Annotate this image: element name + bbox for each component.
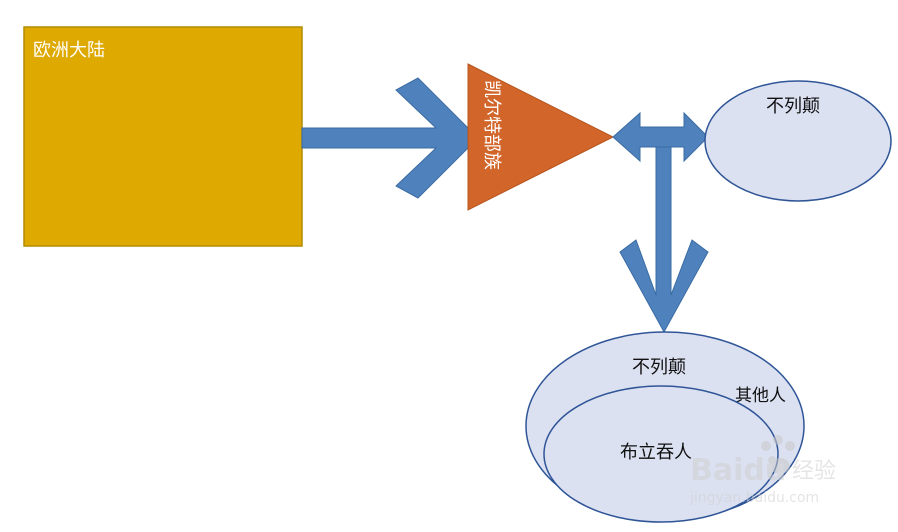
arrow-continent-to-celts — [301, 77, 479, 199]
britain-top-label: 不列颠 — [766, 96, 820, 117]
continent-label: 欧洲大陆 — [33, 40, 105, 61]
paw-icon — [761, 435, 795, 474]
others-label: 其他人 — [735, 386, 786, 406]
arrow-down-to-britain — [619, 146, 709, 334]
brythons-label: 布立吞人 — [620, 442, 692, 463]
watermark-suffix: 经验 — [792, 459, 836, 484]
watermark-brand: Baidu — [690, 453, 786, 488]
celts-triangle — [467, 63, 615, 211]
watermark-url: jingyan.baidu.com — [689, 490, 819, 506]
celts-label: 凯尔特部族 — [481, 80, 502, 170]
brythons-ellipse — [543, 385, 779, 523]
britain-top-ellipse — [704, 80, 892, 202]
continent-box — [23, 26, 303, 247]
britain-outer-label: 不列颠 — [632, 357, 686, 378]
baidu-watermark: Baidu 经验 jingyan.baidu.com — [689, 435, 836, 506]
